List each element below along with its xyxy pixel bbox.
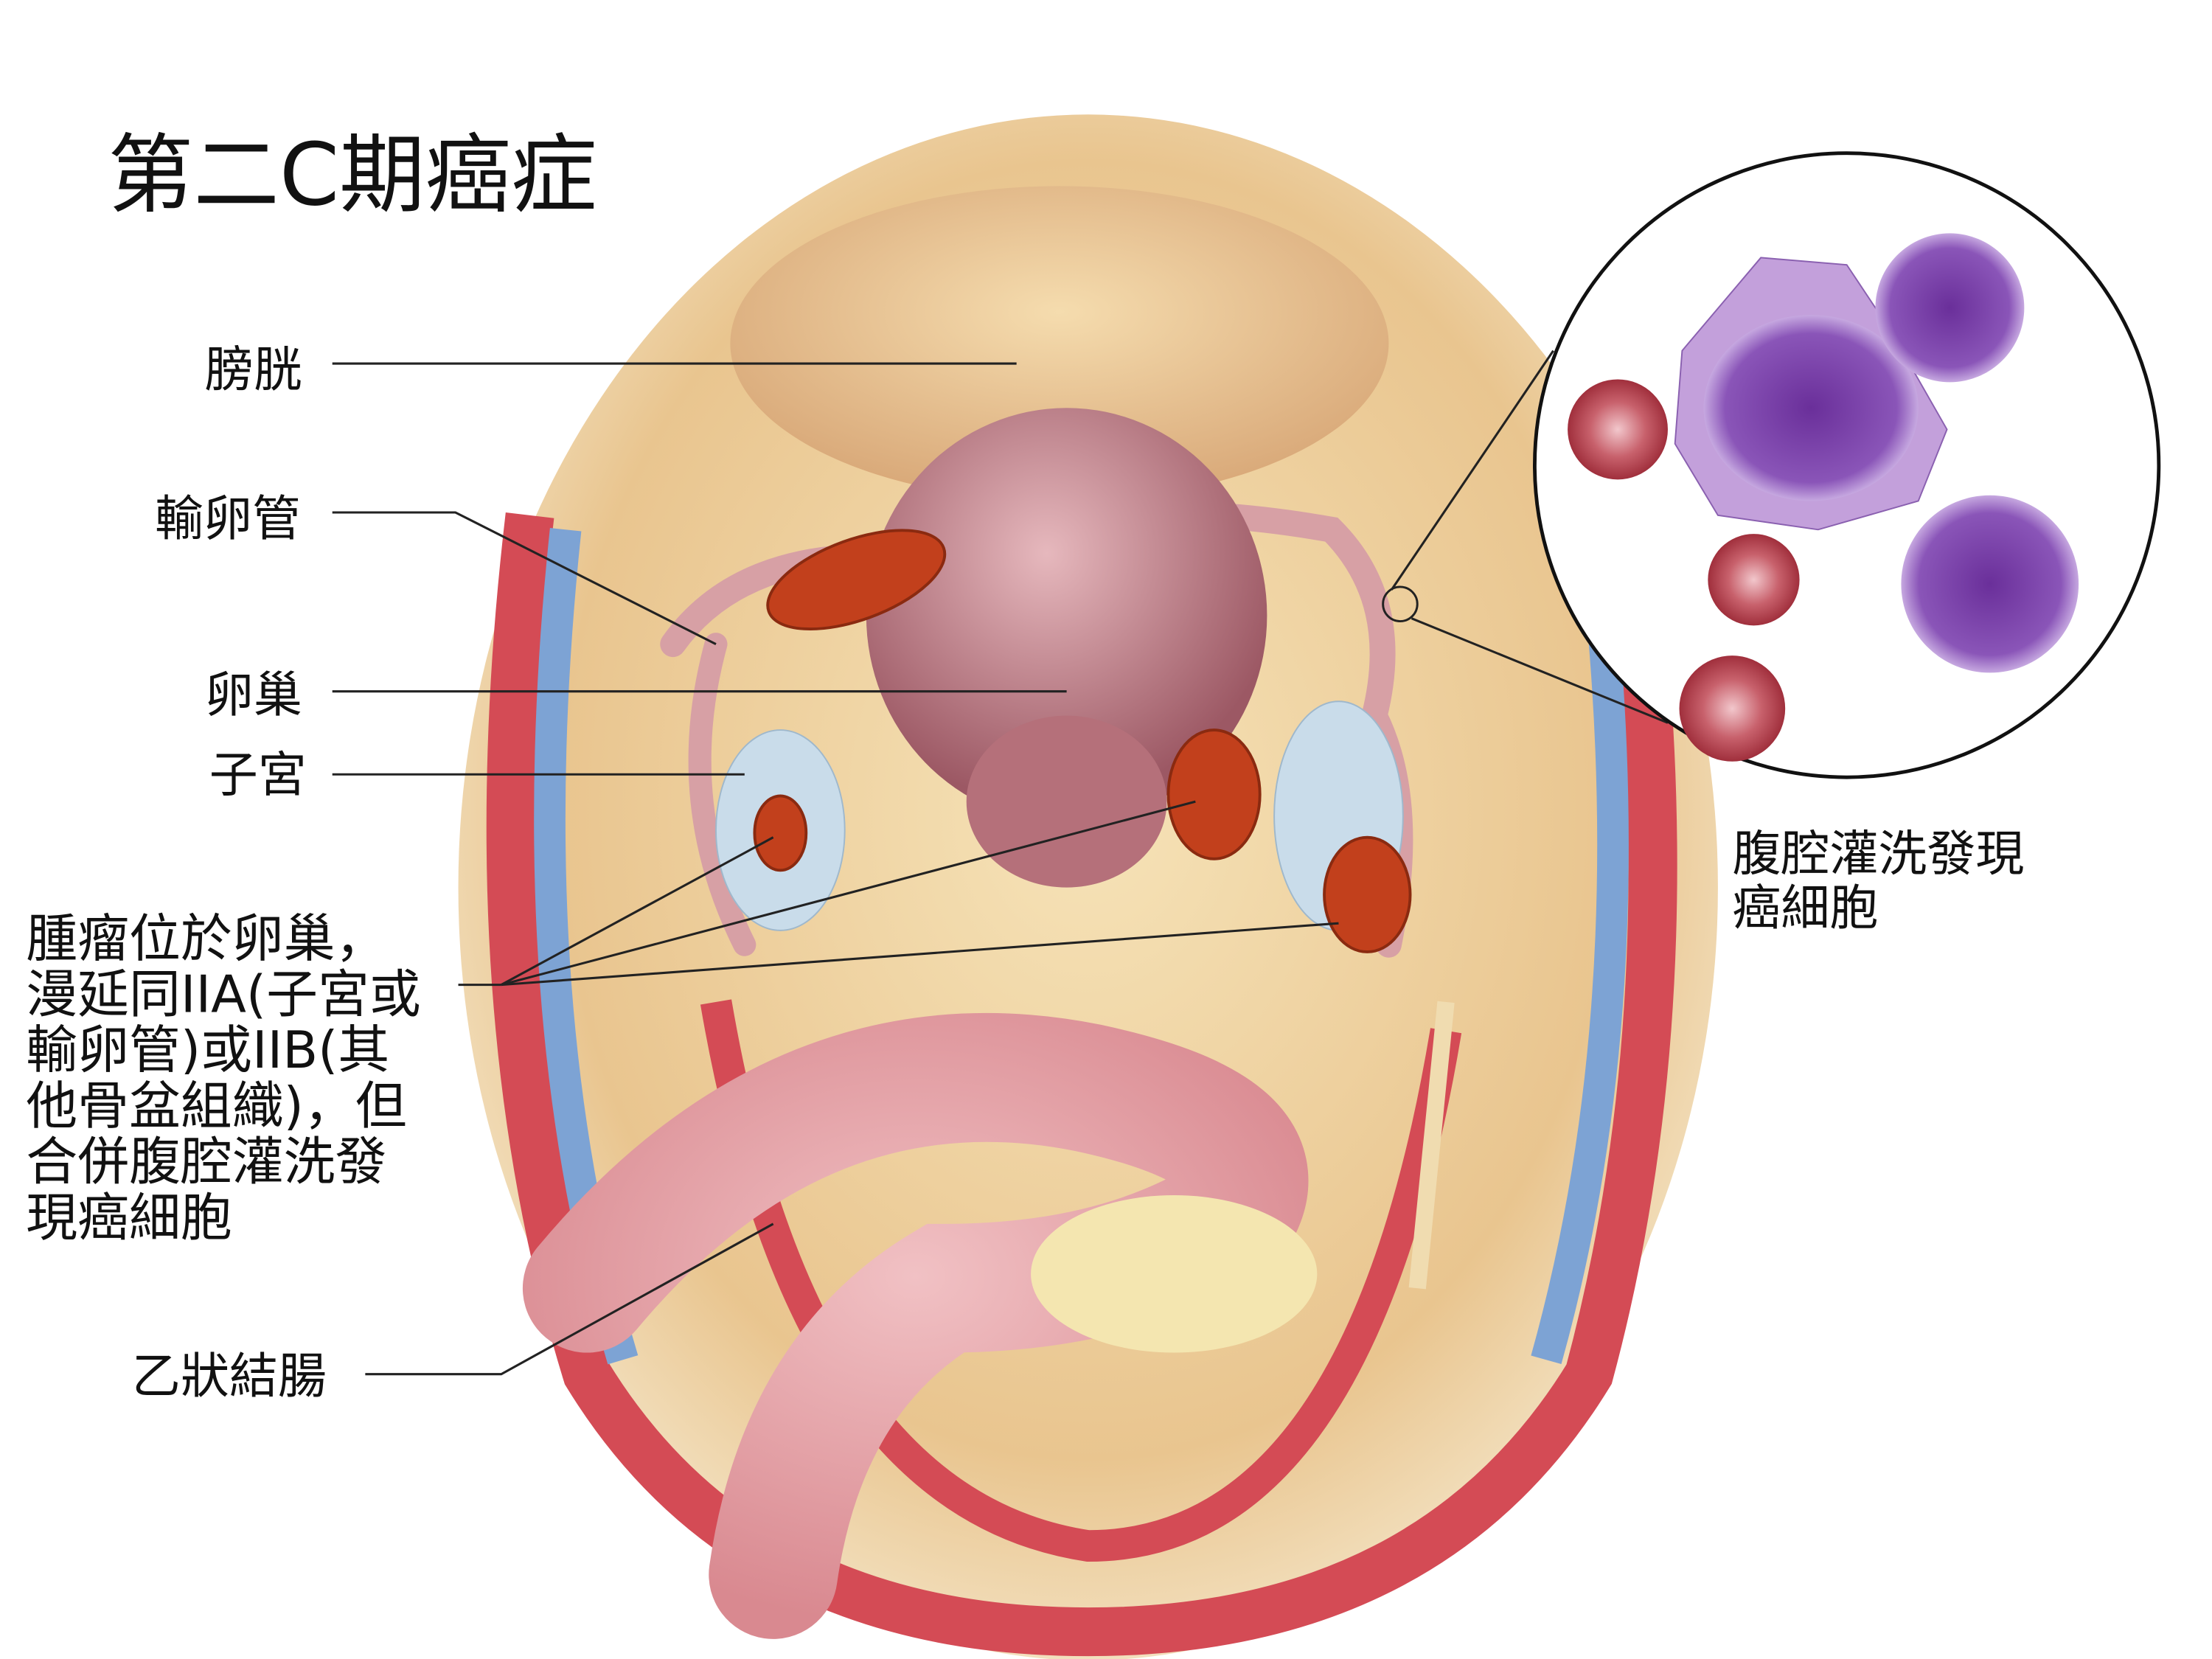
tumor-ovary-left <box>753 794 808 872</box>
description-line: 他骨盆組織)，但 <box>26 1077 406 1136</box>
leader-tumor-uterus <box>501 800 1196 987</box>
inset-label-line: 癌細胞 <box>1732 880 1878 936</box>
iliac-vein-right <box>1531 556 1629 1365</box>
uterus <box>866 408 1267 824</box>
inset-label-line: 腹腔灌洗發現 <box>1732 825 2024 882</box>
description-line: 輸卵管)或IIB(其 <box>26 1020 389 1080</box>
bladder <box>730 186 1389 501</box>
red-blood-cell-3 <box>1679 655 1786 762</box>
sample-site-marker <box>1382 585 1419 622</box>
cytology-inset <box>1382 151 2161 779</box>
inset-pointer-line-top <box>1391 349 1554 591</box>
ureter <box>1408 1001 1455 1290</box>
tumor-ovary-right <box>1323 835 1412 953</box>
description-line: 合併腹腔灌洗發 <box>26 1133 386 1192</box>
leader-tumor-right-ovary <box>501 922 1339 987</box>
cancer-cell-2 <box>1901 495 2079 673</box>
pelvis-illustration <box>458 114 1718 1659</box>
leader-fallopian-tube <box>332 511 717 645</box>
description-line: 漫延同IIA(子宮或 <box>26 965 421 1025</box>
diagram-title: 第二C期癌症 <box>108 126 597 226</box>
tumor-tube <box>766 529 947 631</box>
label-bladder: 膀胱 <box>205 341 302 398</box>
cervix <box>966 715 1167 888</box>
red-blood-cell-1 <box>1568 379 1668 480</box>
cancer-cell-nucleus <box>1703 315 1919 501</box>
description-line: 現癌細胞 <box>26 1188 232 1248</box>
description-line: 腫瘤位於卵巢， <box>26 909 386 969</box>
label-sigmoid-colon: 乙狀結腸 <box>132 1348 327 1405</box>
label-uterus: 子宮 <box>209 747 307 804</box>
red-blood-cell-2 <box>1708 534 1800 626</box>
label-ovary: 卵巢 <box>205 667 302 723</box>
cancer-cell-1 <box>1875 233 2025 383</box>
leader-sigmoid-colon <box>365 1222 774 1376</box>
inset-pointer-line-bottom <box>1411 617 1669 724</box>
iliac-artery <box>486 512 1677 1657</box>
fallopian-tube-left <box>688 633 757 956</box>
tumors <box>753 529 1412 953</box>
leader-tumor-left-ovary <box>501 836 774 986</box>
label-fallopian-tube: 輸卵管 <box>155 490 301 547</box>
stage-description: 腫瘤位於卵巢， 漫延同IIA(子宮或 輸卵管)或IIB(其 他骨盆組織)，但 合… <box>26 909 421 1248</box>
tumor-uterus <box>1166 728 1262 860</box>
rectum <box>1031 1195 1318 1353</box>
leader-tumors <box>458 800 1339 987</box>
vessel-lower <box>700 999 1462 1562</box>
